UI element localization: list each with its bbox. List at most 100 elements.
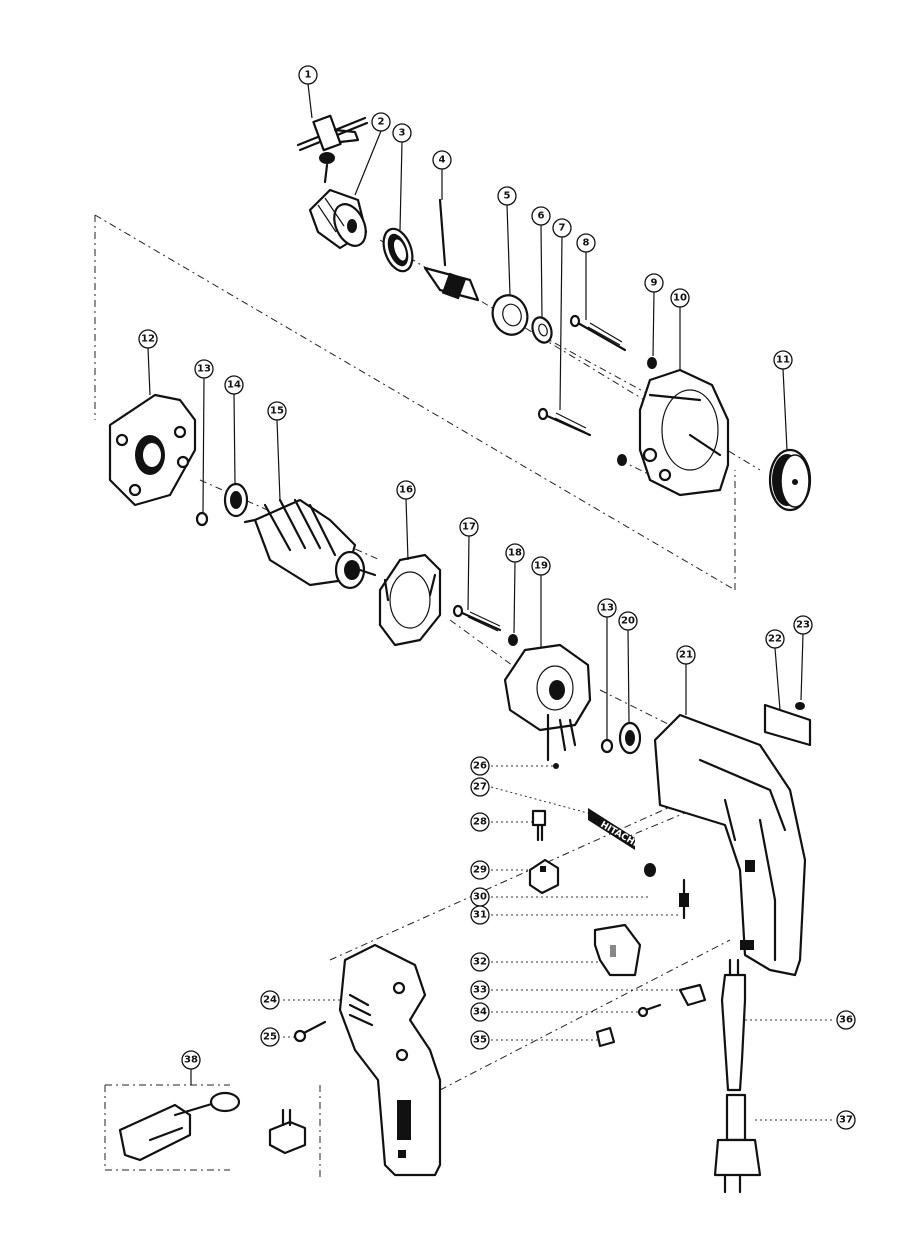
callout-34: 34 bbox=[470, 1002, 490, 1022]
callout-36-label: 36 bbox=[839, 1015, 853, 1026]
callout-21: 21 bbox=[676, 645, 696, 665]
cord-plug bbox=[713, 1093, 762, 1194]
gear-cover bbox=[638, 368, 730, 497]
callout-12-label: 12 bbox=[141, 334, 155, 345]
hitachi-badge: HITACHI bbox=[588, 808, 639, 850]
callout-12: 12 bbox=[138, 329, 158, 349]
callout-34-label: 34 bbox=[473, 1007, 487, 1018]
spring-washer-18 bbox=[508, 634, 518, 646]
callout-14: 14 bbox=[224, 375, 244, 395]
callout-32: 32 bbox=[470, 952, 490, 972]
callout-13b: 13 bbox=[597, 598, 617, 618]
pin-13b bbox=[600, 738, 614, 754]
stator bbox=[503, 643, 592, 769]
callout-28: 28 bbox=[470, 812, 490, 832]
screw-25 bbox=[293, 1020, 327, 1043]
bearing-5 bbox=[491, 294, 529, 336]
callout-31-label: 31 bbox=[473, 910, 487, 921]
callout-11: 11 bbox=[773, 350, 793, 370]
callout-36: 36 bbox=[836, 1010, 856, 1030]
callout-2: 2 bbox=[371, 112, 391, 132]
callout-24: 24 bbox=[260, 990, 280, 1010]
callout-20: 20 bbox=[618, 611, 638, 631]
chuck-key bbox=[296, 114, 369, 184]
callout-38-label: 38 bbox=[184, 1055, 198, 1066]
bearing-20 bbox=[618, 721, 642, 755]
leader-lines bbox=[283, 765, 835, 1121]
callout-6: 6 bbox=[531, 206, 551, 226]
callout-1: 1 bbox=[298, 65, 318, 85]
spindle bbox=[423, 198, 480, 302]
callout-5-label: 5 bbox=[504, 191, 511, 202]
callout-26-label: 26 bbox=[473, 761, 487, 772]
callout-32-label: 32 bbox=[473, 957, 487, 968]
cord-clip bbox=[678, 983, 707, 1007]
block-35 bbox=[595, 1026, 616, 1048]
callout-30-label: 30 bbox=[473, 892, 487, 903]
callout-27-label: 27 bbox=[473, 782, 487, 793]
callout-37: 37 bbox=[836, 1110, 856, 1130]
capacitor-31 bbox=[679, 878, 689, 920]
callout-7: 7 bbox=[552, 218, 572, 238]
nut-9 bbox=[617, 357, 657, 466]
callout-17: 17 bbox=[459, 517, 479, 537]
brush-holder bbox=[528, 858, 560, 895]
callout-4-label: 4 bbox=[439, 155, 446, 166]
callout-2-label: 2 bbox=[378, 117, 385, 128]
screw-8 bbox=[569, 314, 627, 352]
callout-leaders bbox=[147, 83, 804, 1085]
callout-33-label: 33 bbox=[473, 985, 487, 996]
callout-35: 35 bbox=[470, 1030, 490, 1050]
motor-housing bbox=[653, 713, 807, 977]
callout-16: 16 bbox=[396, 480, 416, 500]
callout-15: 15 bbox=[267, 401, 287, 421]
callout-25-label: 25 bbox=[263, 1032, 277, 1043]
baffle-plate bbox=[378, 553, 442, 647]
callout-38: 38 bbox=[181, 1050, 201, 1070]
callout-10-label: 10 bbox=[673, 293, 687, 304]
washer-6 bbox=[531, 316, 553, 344]
callout-5: 5 bbox=[497, 186, 517, 206]
callout-19-label: 19 bbox=[534, 561, 548, 572]
callout-9: 9 bbox=[644, 273, 664, 293]
callout-16-label: 16 bbox=[399, 485, 413, 496]
screw-7 bbox=[537, 407, 592, 437]
callout-18-label: 18 bbox=[508, 548, 522, 559]
hitachi-label: HITACHI bbox=[599, 820, 639, 849]
callout-22: 22 bbox=[765, 629, 785, 649]
callout-23-label: 23 bbox=[796, 620, 810, 631]
callout-26: 26 bbox=[470, 756, 490, 776]
plug-30 bbox=[644, 863, 656, 877]
callout-27: 27 bbox=[470, 777, 490, 797]
drill-chuck bbox=[308, 188, 368, 250]
callout-25: 25 bbox=[260, 1027, 280, 1047]
callout-23: 23 bbox=[793, 615, 813, 635]
callout-17-label: 17 bbox=[462, 522, 476, 533]
callout-10: 10 bbox=[670, 288, 690, 308]
callout-9-label: 9 bbox=[651, 278, 658, 289]
callout-13b-label: 13 bbox=[600, 603, 614, 614]
carbon-brush bbox=[531, 809, 547, 842]
cord-armor bbox=[720, 958, 747, 1092]
callout-circles: 1 2 3 4 5 6 7 8 9 10 11 12 13 14 15 16 1… bbox=[138, 65, 856, 1130]
bearing-14 bbox=[223, 482, 249, 518]
housing-cover bbox=[108, 393, 197, 507]
pin-13a bbox=[195, 511, 209, 527]
callout-4: 4 bbox=[432, 150, 452, 170]
gear-11 bbox=[768, 448, 812, 512]
callout-8-label: 8 bbox=[583, 238, 590, 249]
callout-11-label: 11 bbox=[776, 355, 790, 366]
callout-19: 19 bbox=[531, 556, 551, 576]
side-handle bbox=[118, 1091, 241, 1162]
tapping-screw-34 bbox=[637, 1003, 662, 1018]
callout-18: 18 bbox=[505, 543, 525, 563]
callout-28-label: 28 bbox=[473, 817, 487, 828]
callout-7-label: 7 bbox=[559, 223, 566, 234]
assembly-guide-lines bbox=[94, 214, 761, 1180]
callout-33: 33 bbox=[470, 980, 490, 1000]
callout-15-label: 15 bbox=[270, 406, 284, 417]
hex-bolt bbox=[268, 1108, 307, 1155]
gear-ring bbox=[382, 227, 414, 273]
callout-13a-label: 13 bbox=[197, 364, 211, 375]
